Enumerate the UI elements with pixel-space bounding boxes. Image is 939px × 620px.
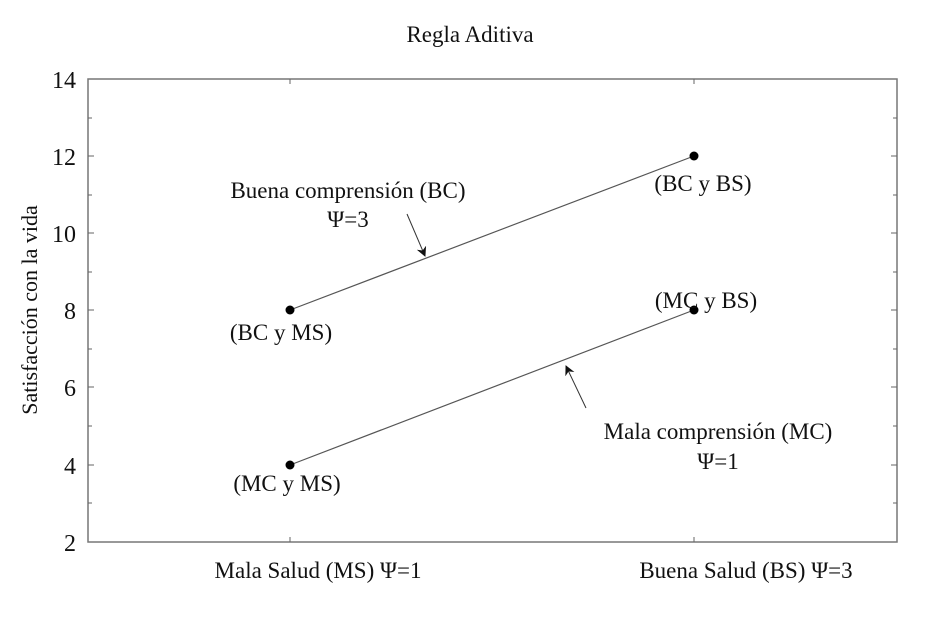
annotation-bc-psi: Ψ=3 [327, 207, 368, 232]
series-line-mala-comprension [289, 309, 695, 466]
annotation-bc-title: Buena comprensión (BC) [230, 178, 465, 203]
label-mc-ms: (MC y MS) [233, 471, 340, 496]
y-tick-14: 14 [52, 68, 76, 94]
annotation-mc-psi: Ψ=1 [697, 449, 738, 474]
annotation-mc-title: Mala comprensión (MC) [604, 419, 833, 444]
y-axis-ticks [88, 117, 897, 504]
chart-title: Regla Aditiva [406, 22, 533, 47]
annotation-mc-arrow-icon [565, 365, 587, 409]
point-mc-ms [285, 460, 295, 470]
x-category-mala-salud: Mala Salud (MS) Ψ=1 [215, 558, 422, 583]
x-category-buena-salud: Buena Salud (BS) Ψ=3 [639, 558, 852, 583]
y-tick-6: 6 [64, 376, 76, 402]
point-bc-bs [689, 151, 699, 161]
label-mc-bs: (MC y BS) [655, 288, 757, 313]
annotation-bc-arrow-icon [406, 213, 427, 257]
series-line-buena-comprension [289, 155, 695, 311]
x-axis-ticks [289, 79, 695, 542]
y-tick-8: 8 [64, 299, 76, 325]
y-axis-label: Satisfacción con la vida [17, 205, 42, 415]
plot-frame [87, 78, 898, 543]
label-bc-bs: (BC y BS) [654, 171, 751, 196]
y-tick-labels: 14 12 10 8 6 4 2 [52, 68, 76, 557]
y-tick-10: 10 [52, 222, 76, 248]
point-bc-ms [285, 305, 295, 315]
y-tick-4: 4 [64, 454, 76, 480]
label-bc-ms: (BC y MS) [230, 320, 332, 345]
y-tick-2: 2 [64, 531, 76, 557]
point-mc-bs [689, 305, 699, 315]
y-tick-12: 12 [52, 145, 76, 171]
